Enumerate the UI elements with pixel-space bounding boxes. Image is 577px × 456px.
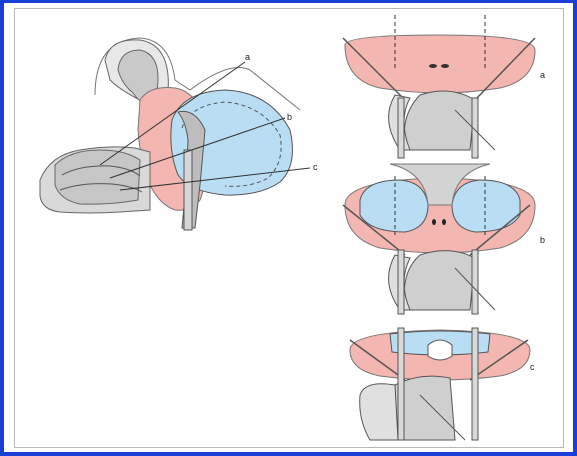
panel-a-rod-left bbox=[398, 98, 404, 158]
panel-b-blue-lobe-left bbox=[360, 180, 428, 232]
panel-b-rod-left bbox=[398, 250, 404, 314]
sagittal-label-b: b bbox=[287, 112, 292, 122]
panel-a-lumen-right bbox=[441, 64, 449, 68]
panel-a-pink-section bbox=[345, 35, 535, 93]
panel-c-lumen bbox=[428, 340, 452, 360]
sagittal-label-c: c bbox=[313, 162, 318, 172]
panel-a: a bbox=[343, 15, 545, 158]
panel-a-label: a bbox=[540, 70, 545, 80]
panel-c-probe-left bbox=[360, 384, 398, 440]
panel-c-rod-left bbox=[398, 328, 404, 440]
probe-vertical bbox=[184, 150, 192, 230]
panel-a-probe-head bbox=[404, 91, 475, 150]
sagittal-label-a: a bbox=[245, 52, 250, 62]
panel-b-rod-right bbox=[472, 250, 478, 314]
panel-b-label: b bbox=[540, 235, 545, 245]
rectum-inner bbox=[55, 150, 140, 204]
panel-b-blue-lobe-right bbox=[452, 180, 520, 232]
panel-c-label: c bbox=[530, 362, 535, 372]
panel-b: b bbox=[343, 164, 545, 314]
panel-c: c bbox=[350, 328, 535, 440]
panel-b-lumen-right bbox=[442, 219, 446, 225]
panel-a-lumen-left bbox=[429, 64, 437, 68]
panel-b-lumen-left bbox=[432, 219, 436, 225]
panel-b-probe-head bbox=[404, 251, 475, 310]
panel-c-rod-right bbox=[472, 328, 478, 440]
sagittal-view: a b c bbox=[40, 38, 318, 230]
